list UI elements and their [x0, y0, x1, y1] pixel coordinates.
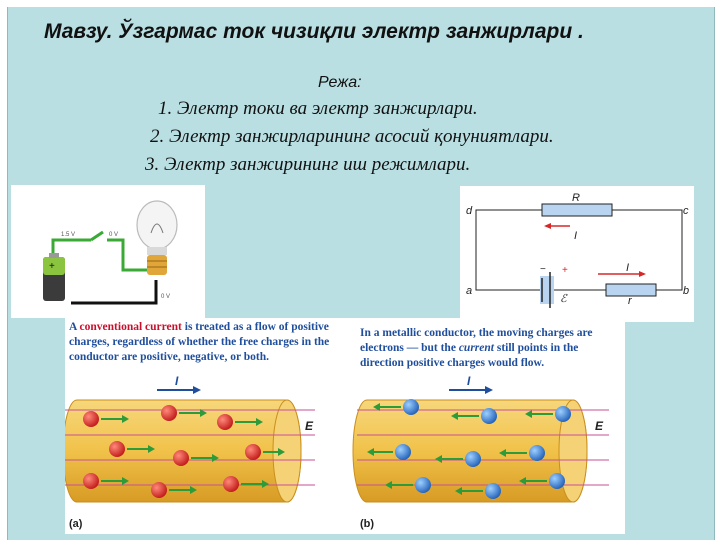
- charge-pos-2: [161, 405, 207, 421]
- electron-2: [451, 408, 497, 424]
- voltage-label-bottom: 0 V: [161, 294, 170, 300]
- node-a: a: [466, 285, 472, 297]
- resistor-R: [541, 203, 613, 217]
- node-c: c: [683, 205, 689, 217]
- battery-terminal: [49, 253, 59, 258]
- panel-label-b: (b): [360, 518, 374, 530]
- field-lines-a: [65, 409, 315, 486]
- bulb-glass: [136, 200, 178, 250]
- charge-pos-1: [83, 411, 129, 427]
- electron-9: [519, 473, 565, 489]
- resistor-R-label: R: [572, 192, 580, 204]
- bulb-base: [147, 255, 167, 275]
- bulb-circuit-image: + 1.5 V 0 V 0 V: [11, 185, 205, 318]
- charge-pos-4: [109, 441, 155, 457]
- battery-plus: +: [562, 265, 568, 276]
- caption-a-lead: A: [69, 321, 80, 333]
- charge-pos-8: [151, 482, 197, 498]
- caption-b-pre: In a metallic conductor, the moving char…: [360, 327, 593, 354]
- bulb-circuit-drawing: + 1.5 V 0 V 0 V: [43, 200, 178, 305]
- plan-heading: Режа:: [318, 74, 362, 91]
- electrons: [367, 399, 571, 499]
- panel-label-a: (a): [69, 518, 83, 530]
- field-label-b: E: [595, 419, 604, 433]
- wire-bottom: [71, 280, 158, 305]
- caption-b: In a metallic conductor, the moving char…: [360, 326, 625, 371]
- wire-top-left: [51, 238, 91, 257]
- battery-top: [43, 257, 65, 275]
- plan-item-2: 2. Электр занжирларининг асосий қонуният…: [150, 126, 554, 147]
- battery-plus: +: [49, 261, 55, 272]
- current-label-top: I: [574, 230, 577, 242]
- current-arrow-b-head: [485, 386, 493, 394]
- conductor-drawing: I E (a): [65, 374, 609, 530]
- plan-item-3: 3. Электр занжирининг иш режимлари.: [145, 154, 471, 175]
- bulb-neck: [147, 247, 167, 255]
- switch-lever: [90, 230, 104, 242]
- current-label-b: I: [467, 374, 471, 388]
- plan-item-1: 1. Электр токи ва электр занжирлари.: [158, 98, 478, 119]
- electron-3: [525, 406, 571, 422]
- emf-label: ℰ: [560, 293, 568, 305]
- circuit-diagram-drawing: R d c a b I − + ℰ r I: [466, 192, 689, 308]
- electron-6: [499, 445, 545, 461]
- electron-4: [367, 444, 411, 460]
- internal-resistor-r: [605, 283, 657, 297]
- current-label-bottom: I: [626, 262, 629, 274]
- cylinder-b-end: [558, 399, 588, 503]
- caption-b-post: still points in the direction positive c…: [360, 342, 579, 369]
- charge-pos-7: [83, 473, 129, 489]
- caption-a-rest: is treated as a flow of positive charges…: [69, 321, 330, 363]
- electron-5: [435, 451, 481, 467]
- node-d: d: [466, 205, 473, 217]
- current-label-a: I: [175, 374, 179, 388]
- voltage-label-left: 1.5 V: [61, 232, 75, 238]
- electron-8: [455, 483, 501, 499]
- electron-1: [373, 399, 419, 415]
- electron-7: [385, 477, 431, 493]
- charge-pos-5: [173, 450, 219, 466]
- caption-a: A conventional current is treated as a f…: [69, 320, 339, 365]
- wire-top-right: [107, 238, 151, 272]
- caption-b-italic: current: [458, 342, 494, 354]
- positive-charges: [83, 405, 285, 498]
- charge-pos-3: [217, 414, 263, 430]
- circuit-diagram-image: R d c a b I − + ℰ r I: [460, 186, 694, 322]
- current-arrow-top-head: [544, 223, 551, 229]
- caption-a-highlight: conventional current: [79, 321, 182, 333]
- field-label-a: E: [305, 419, 314, 433]
- conductor-figures: A conventional current is treated as a f…: [65, 318, 625, 534]
- battery-minus: −: [540, 264, 546, 275]
- current-arrow-a-head: [193, 386, 201, 394]
- current-arrow-bottom-head: [639, 271, 646, 277]
- node-b: b: [683, 285, 689, 297]
- bulb-filament: [150, 223, 164, 234]
- charge-pos-6: [245, 444, 285, 460]
- voltage-label-mid: 0 V: [109, 232, 118, 238]
- slide-title: Мавзу. Ўзгармас ток чизиқли электр занжи…: [44, 20, 584, 43]
- circuit-loop: [475, 209, 683, 291]
- internal-r-label: r: [628, 295, 633, 307]
- charge-pos-9: [223, 476, 269, 492]
